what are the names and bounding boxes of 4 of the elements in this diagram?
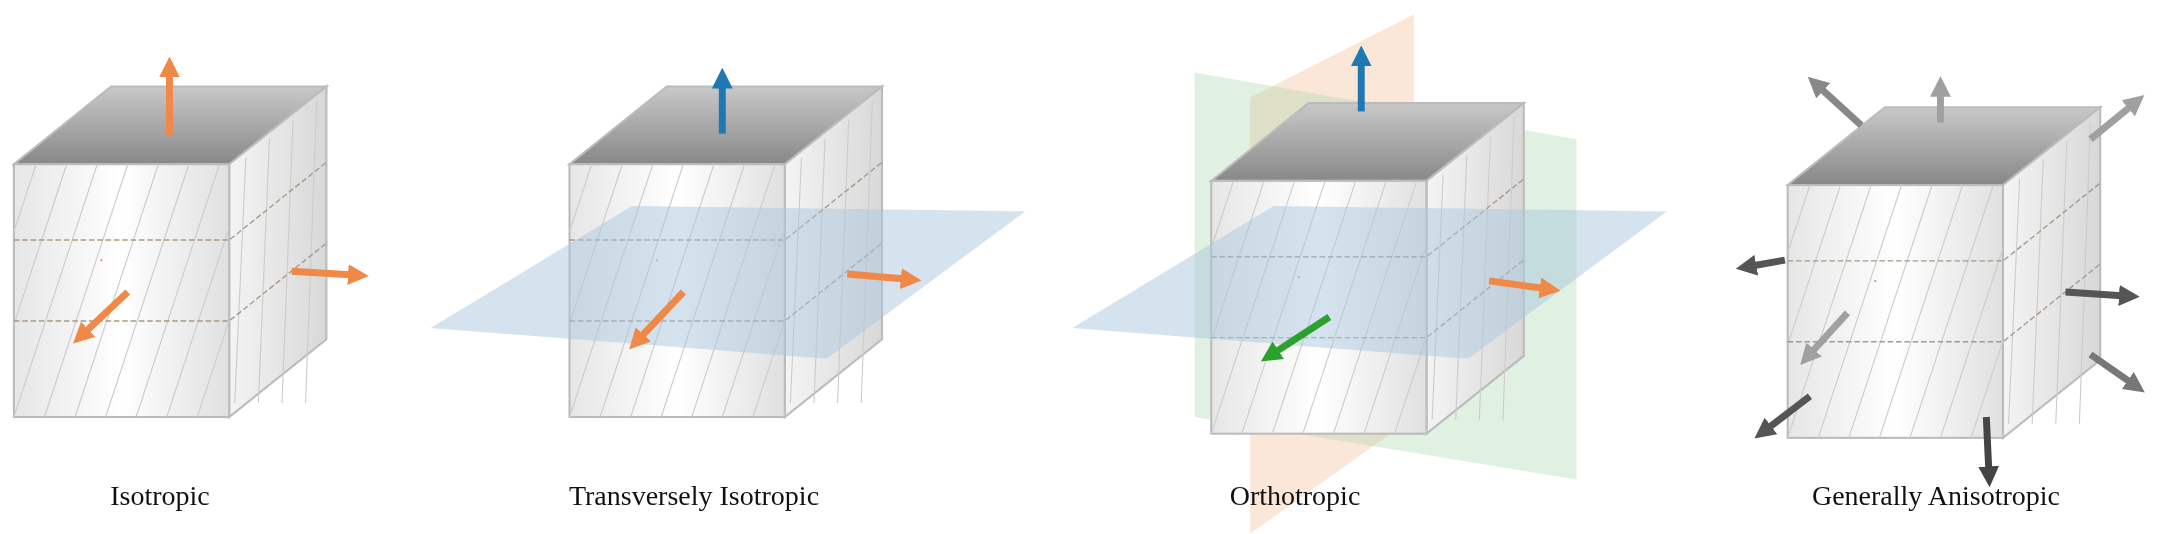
caption-text: Generally Anisotropic — [1811, 480, 2061, 512]
caption-text: Transversely Isotropic — [568, 480, 820, 512]
caption-text: Isotropic — [110, 480, 210, 512]
caption-text: Orthotropic — [1229, 480, 1361, 512]
